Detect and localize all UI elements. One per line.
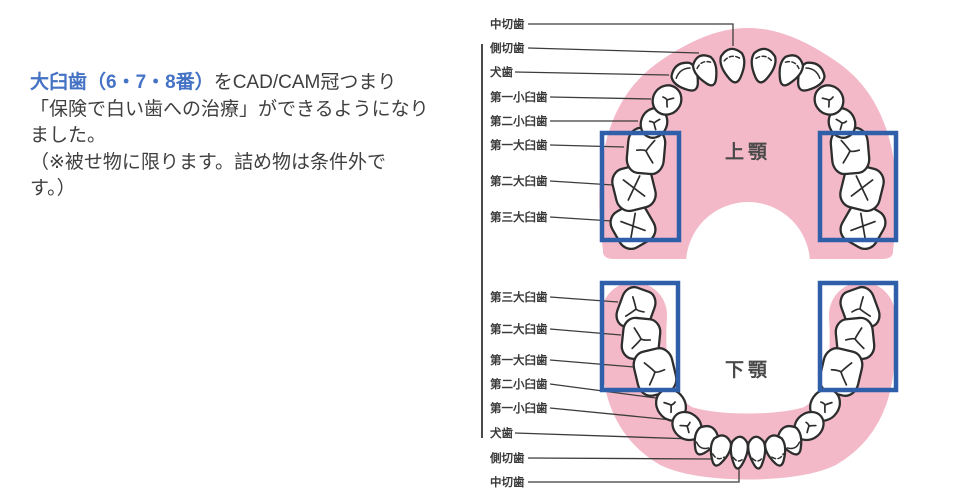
tooth-upper-left-lateral-incisor (691, 54, 718, 87)
tooth-upper-right-central-incisor (750, 47, 777, 84)
tooth-upper-right-first-premolar (813, 84, 845, 116)
upper-label-second-molar: 第二大臼歯 (490, 174, 548, 188)
lower-label-second-molar: 第二大臼歯 (490, 322, 548, 336)
intro-line-1-rest: をCAD/CAM冠つまり (213, 72, 397, 93)
label-line-lower-second-molar (549, 328, 622, 336)
label-line-lower-first-premolar (549, 407, 673, 421)
tooth-lower-left-lateral-incisor (709, 434, 733, 467)
teeth-layer (609, 47, 887, 470)
molar-highlight-text: 大臼歯（6・7・8番） (30, 72, 214, 93)
tooth-upper-left-central-incisor (719, 47, 746, 84)
tooth-upper-left-first-premolar (651, 84, 683, 116)
intro-line-2: 「保険で白い歯への治療」ができるようになり (30, 98, 429, 120)
lower-label-third-molar: 第三大臼歯 (490, 290, 548, 304)
upper-label-lateral-incisor: 側切歯 (489, 41, 525, 55)
upper-label-central-incisor: 中切歯 (490, 17, 525, 31)
label-line-upper-lateral-incisor (527, 47, 700, 54)
intro-line-3: ました。 (30, 125, 107, 146)
intro-line-1: 大臼歯（6・7・8番）をCAD/CAM冠つまり (30, 70, 475, 97)
lower-jaw-title: 下顎 (725, 359, 771, 381)
lower-label-first-molar: 第一大臼歯 (490, 353, 548, 367)
vertical-divider (481, 44, 483, 438)
tooth-lower-right-central-incisor (747, 435, 767, 470)
lower-label-central-incisor: 中切歯 (490, 475, 525, 489)
intro-line-4: （※被せ物に限ります。詰め物は条件外で (30, 151, 387, 173)
upper-labels: 中切歯 側切歯 犬歯 第一小臼歯 第二小臼歯 第一大臼歯 第二大臼歯 第三大臼歯 (489, 17, 548, 224)
lower-label-lines (514, 296, 740, 483)
lower-label-canine: 犬歯 (490, 426, 513, 440)
lower-label-first-premolar: 第一小臼歯 (490, 401, 548, 415)
upper-label-third-molar: 第三大臼歯 (490, 210, 548, 224)
intro-text-block: 大臼歯（6・7・8番）をCAD/CAM冠つまり 「保険で白い歯への治療」ができる… (30, 70, 475, 203)
label-line-upper-central-incisor (528, 23, 734, 46)
upper-gum-notch (686, 202, 810, 326)
label-line-lower-lateral-incisor (527, 457, 713, 460)
upper-label-canine: 犬歯 (490, 65, 513, 79)
highlight-box-upper-right (817, 130, 899, 243)
label-line-upper-first-molar (549, 144, 625, 148)
label-line-lower-third-molar (549, 296, 619, 303)
lower-label-second-premolar: 第二小臼歯 (490, 377, 548, 391)
highlight-box-upper-left (599, 130, 682, 243)
upper-label-second-premolar: 第二小臼歯 (490, 114, 548, 128)
lower-labels: 第三大臼歯 第二大臼歯 第一大臼歯 第二小臼歯 第一小臼歯 犬歯 側切歯 中切歯 (489, 290, 548, 489)
label-line-upper-first-premolar (549, 96, 652, 100)
tooth-upper-left-canine (670, 61, 699, 92)
upper-label-first-molar: 第一大臼歯 (490, 138, 548, 152)
dental-arch-diagram: 中切歯 側切歯 犬歯 第一小臼歯 第二小臼歯 第一大臼歯 第二大臼歯 第三大臼歯… (489, 17, 899, 489)
highlight-box-lower-left (599, 280, 681, 393)
intro-line-5: す。） (30, 178, 76, 199)
label-line-upper-canine (514, 71, 670, 76)
tooth-upper-right-lateral-incisor (778, 54, 805, 87)
tooth-lower-right-lateral-incisor (763, 434, 787, 467)
highlight-box-lower-right (817, 280, 899, 393)
label-line-lower-first-molar (549, 359, 635, 368)
upper-label-first-premolar: 第一小臼歯 (490, 90, 548, 104)
tooth-lower-left-first-molar (632, 347, 678, 397)
lower-label-lateral-incisor: 側切歯 (489, 451, 525, 465)
label-line-lower-canine (514, 432, 694, 440)
upper-jaw-title: 上顎 (725, 141, 771, 163)
tooth-lower-left-central-incisor (729, 435, 749, 470)
label-line-lower-central-incisor (528, 467, 740, 483)
